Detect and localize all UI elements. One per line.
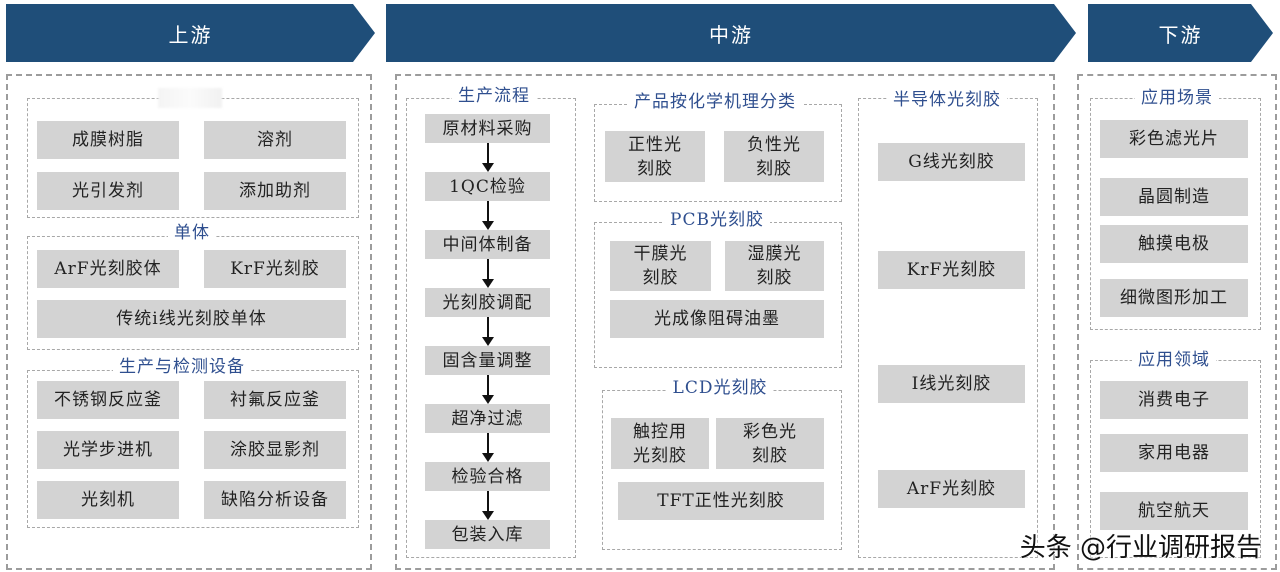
pcb-box: 湿膜光 刻胶 <box>725 241 824 291</box>
scene-title: 应用场景 <box>1135 88 1219 108</box>
watermark: 头条 @行业调研报告 <box>1019 533 1262 563</box>
process-step: 检验合格 <box>425 462 550 491</box>
downstream-header-label: 下游 <box>1158 22 1203 47</box>
pcb-box: 干膜光 刻胶 <box>610 241 711 291</box>
scene-box: 触摸电极 <box>1100 225 1248 263</box>
midstream-panel <box>395 74 1055 570</box>
upstream-panel <box>6 74 372 570</box>
equipment-title: 生产与检测设备 <box>113 357 251 377</box>
process-step: 原材料采购 <box>425 114 550 143</box>
lcd-box: 触控用 光刻胶 <box>611 418 709 469</box>
upstream-header: 上游 <box>6 4 375 62</box>
process-step: 包装入库 <box>425 520 550 549</box>
classify-title: 产品按化学机理分类 <box>628 92 802 112</box>
scene-box: 彩色滤光片 <box>1100 120 1248 158</box>
semi-box: ArF光刻胶 <box>878 470 1025 508</box>
pcb-box: 光成像阻碍油墨 <box>610 300 824 338</box>
material-box: 成膜树脂 <box>37 121 179 159</box>
field-box: 航空航天 <box>1100 492 1248 530</box>
material-box: 添加助剂 <box>204 172 346 210</box>
process-title: 生产流程 <box>452 86 536 106</box>
process-step: 固含量调整 <box>425 346 550 375</box>
classify-box: 负性光 刻胶 <box>724 131 824 182</box>
monomer-title: 单体 <box>168 223 216 243</box>
material-box: 溶剂 <box>204 121 346 159</box>
equipment-box: 光学步进机 <box>37 431 179 469</box>
material-box: 光引发剂 <box>37 172 179 210</box>
lcd-title: LCD光刻胶 <box>666 378 774 398</box>
lcd-group <box>602 390 842 550</box>
scene-box: 晶圆制造 <box>1100 178 1248 216</box>
blurred-title <box>158 88 222 108</box>
lcd-box: 彩色光 刻胶 <box>716 418 824 469</box>
process-step: 中间体制备 <box>425 230 550 259</box>
process-step: 超净过滤 <box>425 404 550 433</box>
equipment-box: 衬氟反应釜 <box>204 381 346 419</box>
equipment-box: 光刻机 <box>37 481 179 519</box>
upstream-header-label: 上游 <box>168 22 213 47</box>
semi-title: 半导体光刻胶 <box>887 90 1007 110</box>
equipment-box: 涂胶显影剂 <box>204 431 346 469</box>
classify-box: 正性光 刻胶 <box>605 131 705 182</box>
midstream-header: 中游 <box>386 4 1076 62</box>
equipment-box: 缺陷分析设备 <box>204 481 346 519</box>
semi-box: G线光刻胶 <box>878 143 1025 181</box>
process-step: 1QC检验 <box>425 172 550 201</box>
equipment-box: 不锈钢反应釜 <box>37 381 179 419</box>
field-title: 应用领域 <box>1132 350 1216 370</box>
semi-box: KrF光刻胶 <box>878 251 1025 289</box>
downstream-panel <box>1077 74 1277 570</box>
pcb-title: PCB光刻胶 <box>664 210 770 230</box>
monomer-box: 传统i线光刻胶单体 <box>37 300 346 338</box>
downstream-header: 下游 <box>1088 4 1273 62</box>
monomer-box: KrF光刻胶 <box>204 250 346 288</box>
scene-box: 细微图形加工 <box>1100 279 1248 317</box>
lcd-box: TFT正性光刻胶 <box>618 482 824 520</box>
process-step: 光刻胶调配 <box>425 288 550 317</box>
field-box: 消费电子 <box>1100 381 1248 419</box>
midstream-header-label: 中游 <box>709 22 753 47</box>
semi-box: I线光刻胶 <box>878 365 1025 403</box>
monomer-box: ArF光刻胶体 <box>37 250 179 288</box>
field-box: 家用电器 <box>1100 434 1248 472</box>
